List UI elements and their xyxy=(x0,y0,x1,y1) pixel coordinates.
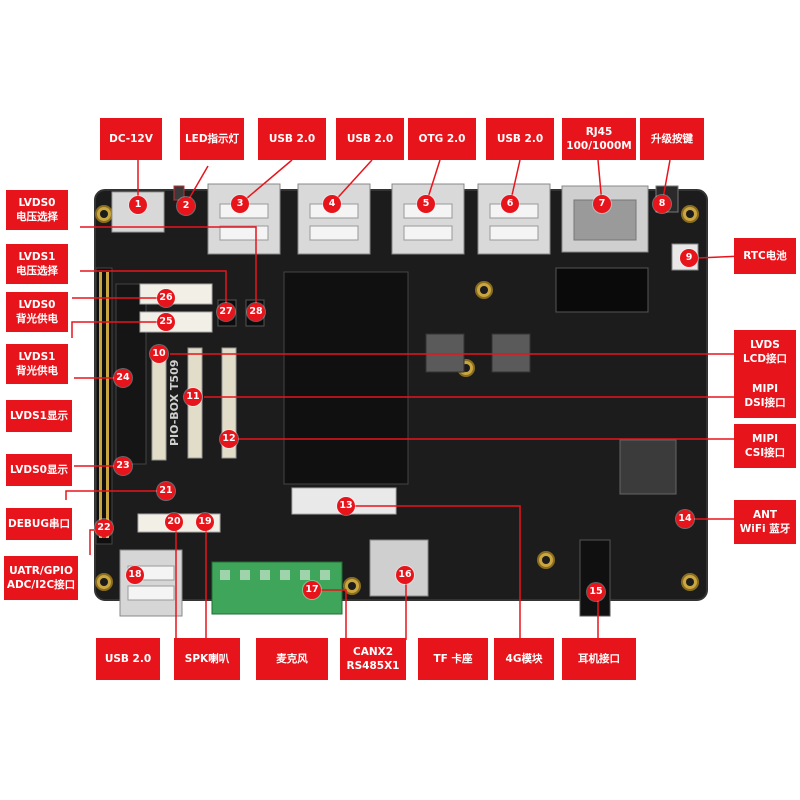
wifi-module xyxy=(619,439,677,495)
badge-3: 3 xyxy=(231,195,249,213)
usb-port-2 xyxy=(297,183,371,255)
badge-13: 13 xyxy=(337,497,355,515)
ethernet-transformer xyxy=(555,267,649,313)
badge-1: 1 xyxy=(129,196,147,214)
lvds0-backlight-connector xyxy=(139,283,213,305)
label-4g-module: 4G模块 xyxy=(494,638,554,680)
label-rtc-battery: RTC电池 xyxy=(734,238,796,274)
badge-28: 28 xyxy=(247,303,265,321)
usb-port-3 xyxy=(477,183,551,255)
label-lvds0-display: LVDS0显示 xyxy=(6,454,72,486)
badge-16: 16 xyxy=(396,566,414,584)
badge-4: 4 xyxy=(323,195,341,213)
badge-24: 24 xyxy=(114,369,132,387)
badge-25: 25 xyxy=(157,313,175,331)
terminal-screws xyxy=(220,570,330,580)
usb-port-1 xyxy=(207,183,281,255)
badge-18: 18 xyxy=(126,566,144,584)
badge-2: 2 xyxy=(177,197,195,215)
badge-19: 19 xyxy=(196,513,214,531)
badge-14: 14 xyxy=(676,510,694,528)
4g-module-slot xyxy=(283,271,409,485)
badge-27: 27 xyxy=(217,303,235,321)
left-pin-header-pins xyxy=(99,272,109,538)
inductor-2 xyxy=(491,333,531,373)
headphone-jack xyxy=(579,539,611,617)
otg-port xyxy=(391,183,465,255)
label-usb-2-0-bottom: USB 2.0 xyxy=(96,638,160,680)
label-headphone: 耳机接口 xyxy=(562,638,636,680)
badge-9: 9 xyxy=(680,249,698,267)
label-usb-2-0-a: USB 2.0 xyxy=(258,118,326,160)
badge-21: 21 xyxy=(157,482,175,500)
label-usb-2-0-b: USB 2.0 xyxy=(336,118,404,160)
left-pin-header xyxy=(95,267,113,545)
badge-10: 10 xyxy=(150,345,168,363)
badge-17: 17 xyxy=(303,581,321,599)
label-tf-card: TF 卡座 xyxy=(418,638,488,680)
label-dc-12v: DC-12V xyxy=(100,118,162,160)
badge-23: 23 xyxy=(114,457,132,475)
label-mic: 麦克风 xyxy=(256,638,328,680)
can-rs485-terminal xyxy=(211,561,343,615)
label-debug-serial: DEBUG串口 xyxy=(6,508,72,540)
label-usb-2-0-c: USB 2.0 xyxy=(486,118,554,160)
label-otg-2-0: OTG 2.0 xyxy=(408,118,476,160)
badge-26: 26 xyxy=(157,289,175,307)
badge-20: 20 xyxy=(165,513,183,531)
label-led-indicator: LED指示灯 xyxy=(180,118,244,160)
badge-5: 5 xyxy=(417,195,435,213)
label-lvds1-display: LVDS1显示 xyxy=(6,400,72,432)
badge-6: 6 xyxy=(501,195,519,213)
badge-15: 15 xyxy=(587,583,605,601)
badge-7: 7 xyxy=(593,195,611,213)
lvds-lcd-connector xyxy=(151,349,167,461)
inductor-1 xyxy=(425,333,465,373)
badge-8: 8 xyxy=(653,195,671,213)
label-spk: SPK喇叭 xyxy=(174,638,240,680)
badge-12: 12 xyxy=(220,430,238,448)
label-upgrade-button: 升级按键 xyxy=(640,118,704,160)
usb-port-bottom xyxy=(119,549,183,617)
badge-22: 22 xyxy=(95,519,113,537)
badge-11: 11 xyxy=(184,388,202,406)
board-model-text: PIO-BOX T509 xyxy=(168,360,181,446)
